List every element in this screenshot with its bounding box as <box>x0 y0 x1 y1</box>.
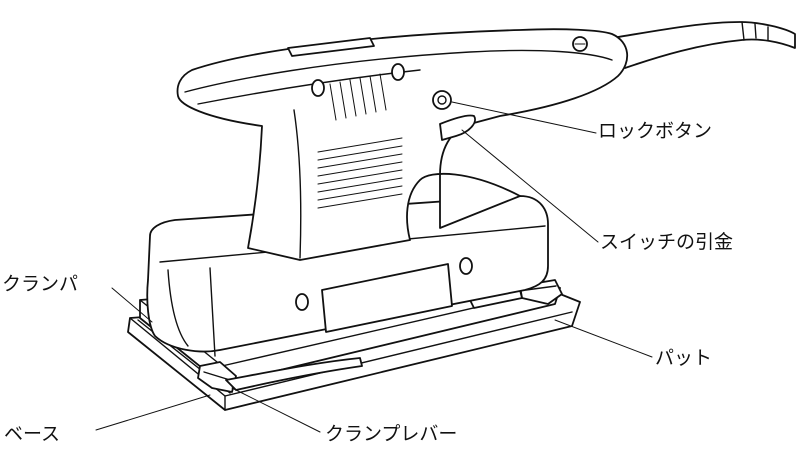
label-clamp: クランパ <box>2 273 79 295</box>
label-pad: パット <box>655 347 713 369</box>
label-lock-button: ロックボタン <box>598 120 713 142</box>
power-cord <box>611 21 796 69</box>
label-base: ベース <box>4 423 61 445</box>
leader-lines <box>95 101 653 433</box>
handle <box>176 28 628 261</box>
label-clamp-lever: クランプレバー <box>325 423 458 445</box>
label-switch-trigger: スイッチの引金 <box>600 231 734 253</box>
body-housing <box>146 195 549 357</box>
